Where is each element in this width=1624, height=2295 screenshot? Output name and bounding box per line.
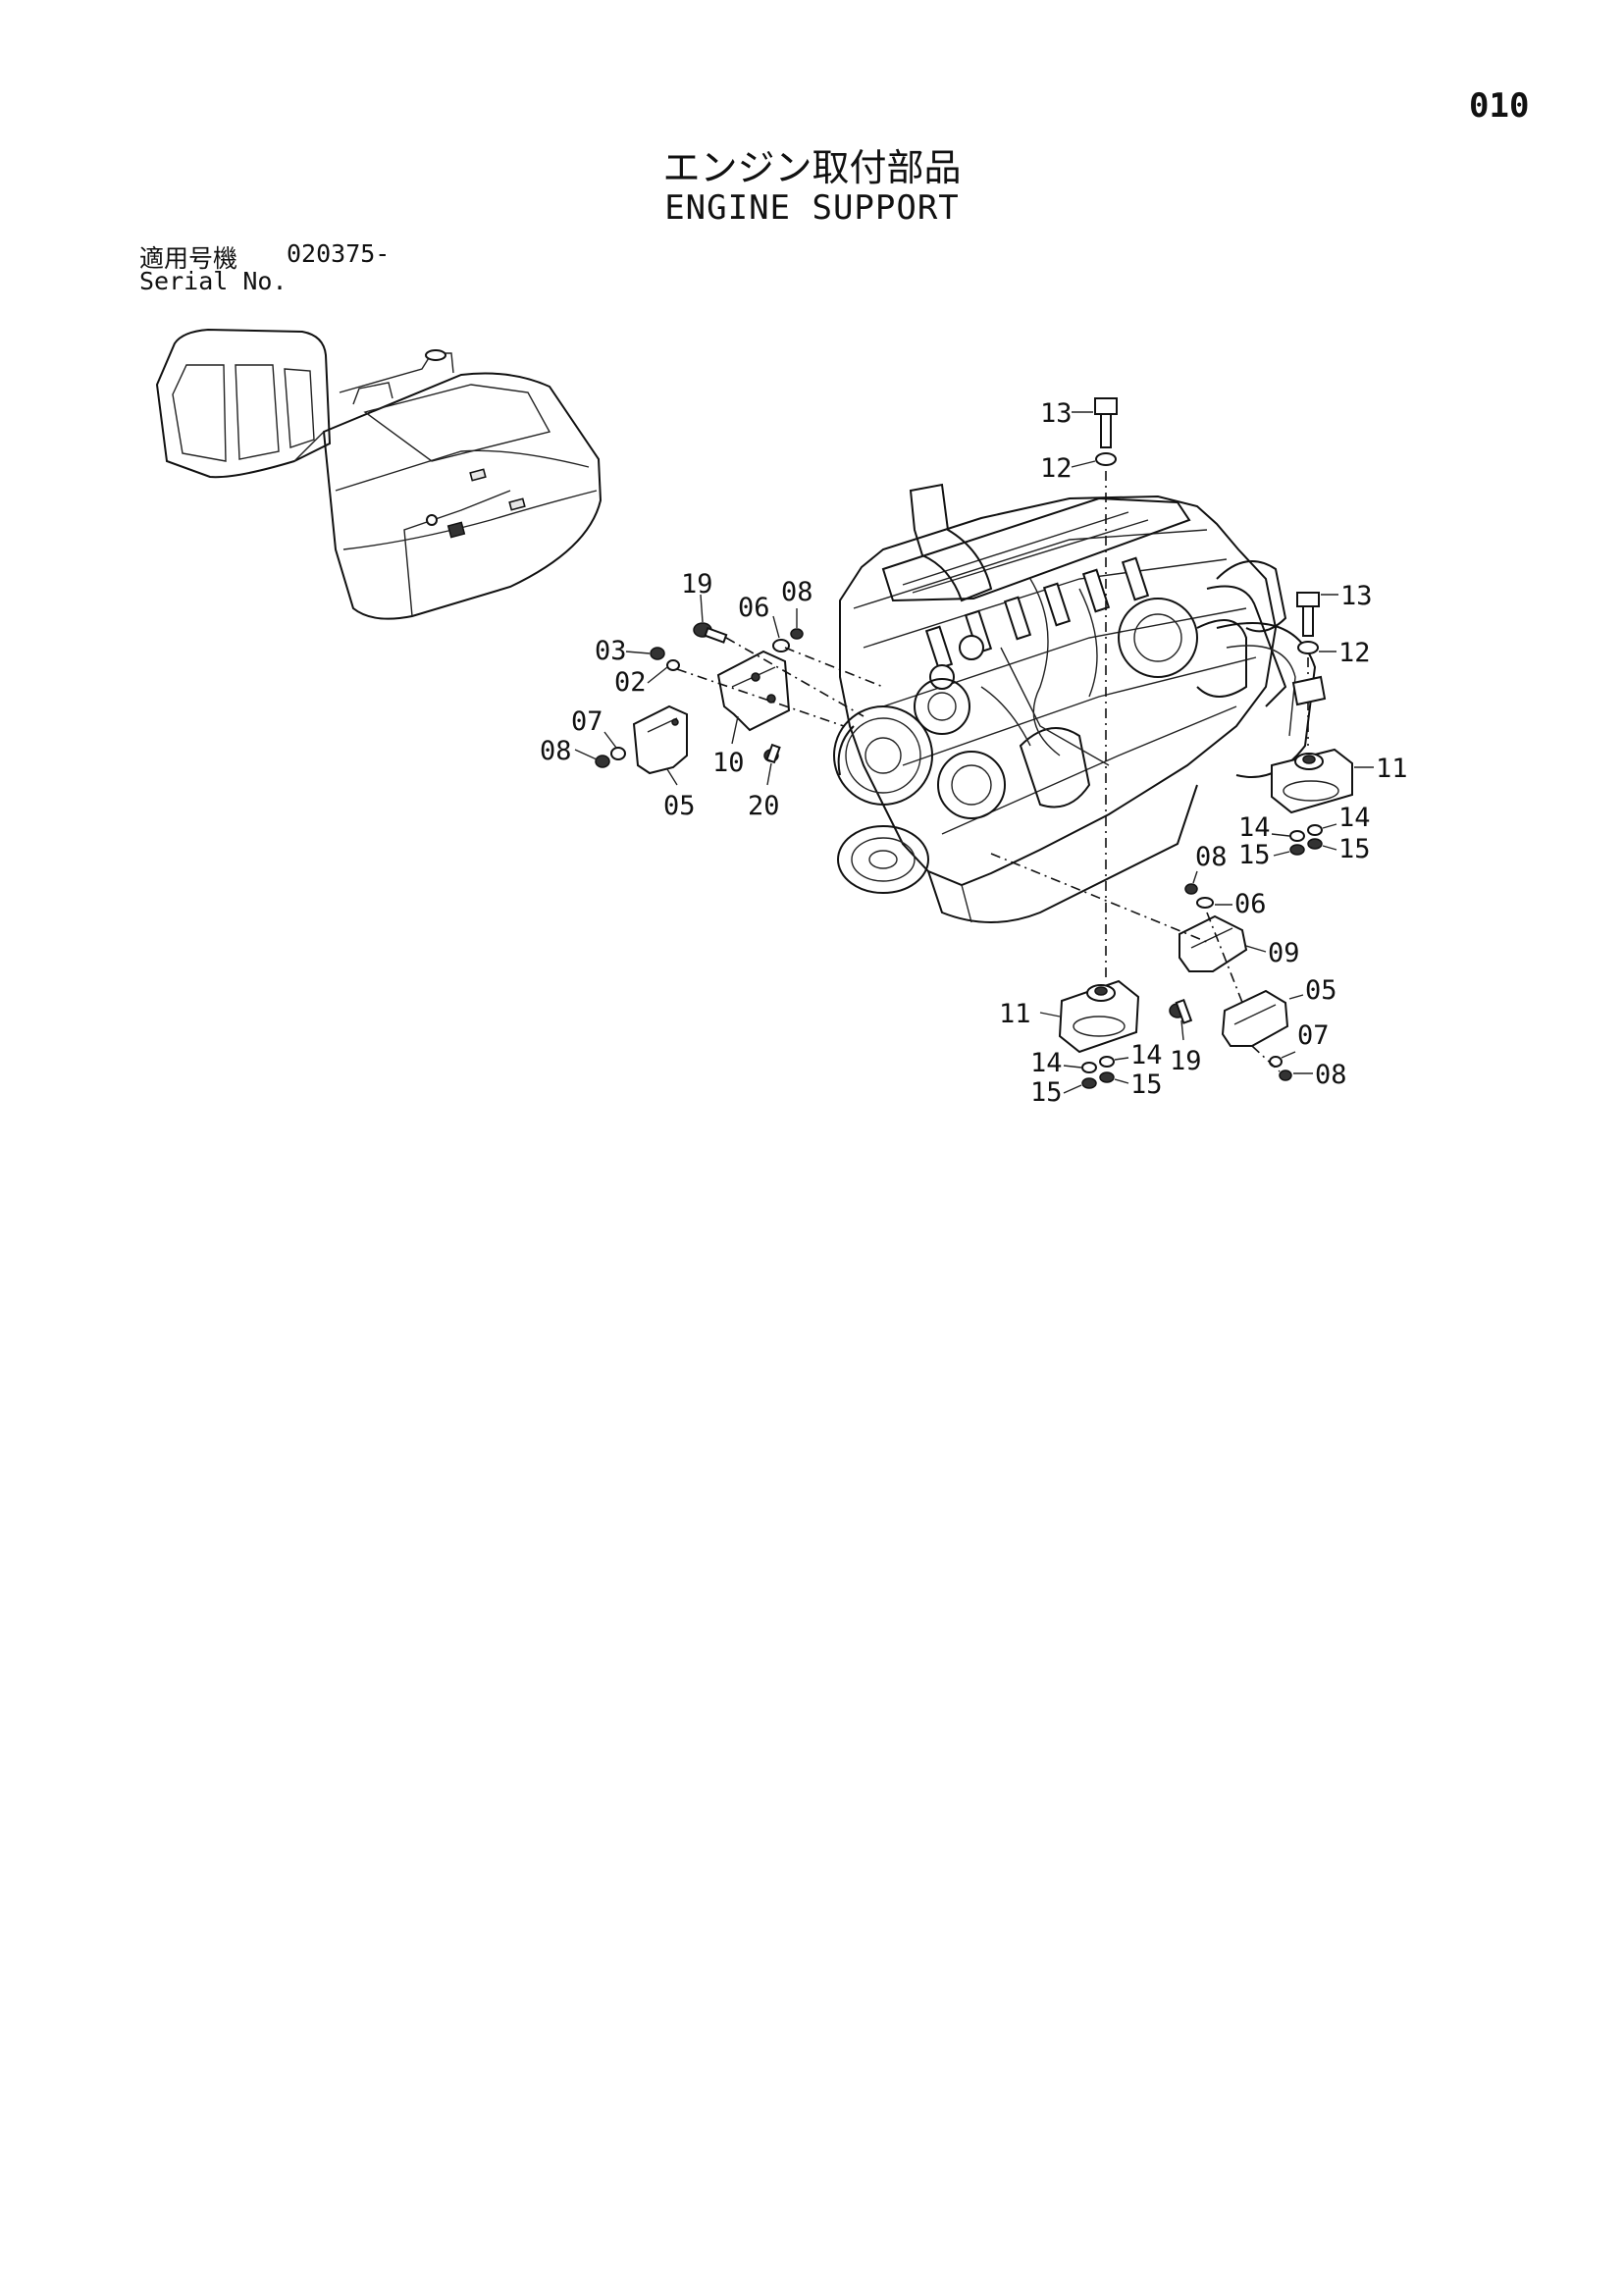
callout-08: 08 bbox=[1195, 842, 1228, 872]
callout-19: 19 bbox=[1170, 1046, 1202, 1076]
washer-06-left bbox=[772, 639, 790, 652]
rubber-mount-11-right bbox=[1271, 748, 1353, 814]
page-title-japanese: エンジン取付部品 bbox=[662, 146, 962, 189]
callout-14: 14 bbox=[1030, 1048, 1063, 1078]
callout-11: 11 bbox=[999, 999, 1031, 1029]
callout-15: 15 bbox=[1338, 834, 1371, 864]
bolt-13-right bbox=[1296, 592, 1320, 637]
washer-14-lower-a bbox=[1081, 1062, 1097, 1073]
nut-15-right-a bbox=[1289, 844, 1305, 856]
callout-19: 19 bbox=[681, 569, 713, 600]
callout-02: 02 bbox=[614, 667, 647, 698]
serial-label-english: Serial No. bbox=[139, 267, 288, 295]
callout-05: 05 bbox=[1305, 975, 1337, 1006]
washer-14-lower-b bbox=[1099, 1056, 1115, 1068]
callout-09: 09 bbox=[1268, 938, 1300, 968]
rubber-mount-11-lower bbox=[1058, 979, 1140, 1054]
excavator-locator-illustration bbox=[155, 328, 602, 620]
bolt-19-left bbox=[693, 622, 728, 644]
callout-14: 14 bbox=[1238, 812, 1271, 843]
callout-06: 06 bbox=[1234, 889, 1267, 919]
washer-02 bbox=[666, 659, 680, 671]
callout-05: 05 bbox=[663, 791, 696, 821]
washer-12-right bbox=[1297, 641, 1319, 654]
callout-labels: 13 12 19 06 08 03 02 07 08 10 05 20 13 1… bbox=[540, 398, 1408, 1108]
serial-number-value: 020375- bbox=[287, 239, 391, 268]
washer-14-right-a bbox=[1289, 830, 1305, 842]
page-number: 010 bbox=[1469, 86, 1530, 126]
bracket-09 bbox=[1179, 914, 1248, 972]
callout-20: 20 bbox=[748, 791, 780, 821]
right-rear-mount-parts bbox=[1094, 397, 1353, 981]
callout-13: 13 bbox=[1340, 581, 1373, 611]
nut-08-left-lower bbox=[595, 755, 610, 768]
stopper-05-right bbox=[1221, 989, 1289, 1047]
callout-12: 12 bbox=[1040, 453, 1073, 484]
washer-06-right bbox=[1196, 897, 1214, 909]
nut-08-left bbox=[790, 628, 804, 640]
bolt-13-top bbox=[1094, 397, 1118, 448]
nut-08-right-lower bbox=[1279, 1069, 1292, 1081]
right-front-mount-parts bbox=[990, 853, 1292, 1089]
callout-14: 14 bbox=[1338, 803, 1371, 833]
washer-12-top bbox=[1095, 452, 1117, 466]
callout-11: 11 bbox=[1376, 754, 1408, 784]
bracket-10 bbox=[716, 650, 791, 732]
left-front-mount-parts bbox=[595, 622, 884, 775]
serial-label-japanese: 適用号機 bbox=[139, 244, 238, 273]
callout-07: 07 bbox=[571, 706, 603, 737]
nut-03 bbox=[650, 647, 665, 660]
callout-08: 08 bbox=[1315, 1060, 1347, 1090]
fuel-injector-row bbox=[924, 556, 1150, 670]
callout-13: 13 bbox=[1040, 398, 1073, 429]
callout-06: 06 bbox=[738, 593, 770, 623]
stopper-05-left bbox=[632, 704, 688, 775]
callout-15: 15 bbox=[1238, 840, 1271, 870]
washer-07-left bbox=[610, 747, 626, 760]
callout-15: 15 bbox=[1030, 1077, 1063, 1108]
callout-07: 07 bbox=[1297, 1020, 1330, 1051]
engine-foot-right bbox=[1291, 675, 1327, 706]
callout-15: 15 bbox=[1130, 1069, 1163, 1100]
nut-08-right-upper bbox=[1184, 883, 1198, 895]
callout-08: 08 bbox=[781, 577, 813, 607]
bolt-20 bbox=[763, 743, 781, 764]
engine-assembly-illustration bbox=[833, 483, 1317, 923]
callout-14: 14 bbox=[1130, 1040, 1163, 1070]
callout-10: 10 bbox=[712, 748, 745, 778]
callout-leader-lines bbox=[574, 411, 1374, 1094]
nut-15-lower-b bbox=[1099, 1071, 1115, 1083]
page-title-english: ENGINE SUPPORT bbox=[664, 188, 960, 228]
nut-15-right-b bbox=[1307, 838, 1323, 850]
washer-07-right bbox=[1269, 1056, 1283, 1068]
callout-12: 12 bbox=[1338, 638, 1371, 668]
nut-15-lower-a bbox=[1081, 1077, 1097, 1089]
washer-14-right-b bbox=[1307, 824, 1323, 836]
bolt-19-right bbox=[1169, 998, 1193, 1024]
callout-03: 03 bbox=[595, 636, 627, 666]
callout-08: 08 bbox=[540, 736, 572, 766]
